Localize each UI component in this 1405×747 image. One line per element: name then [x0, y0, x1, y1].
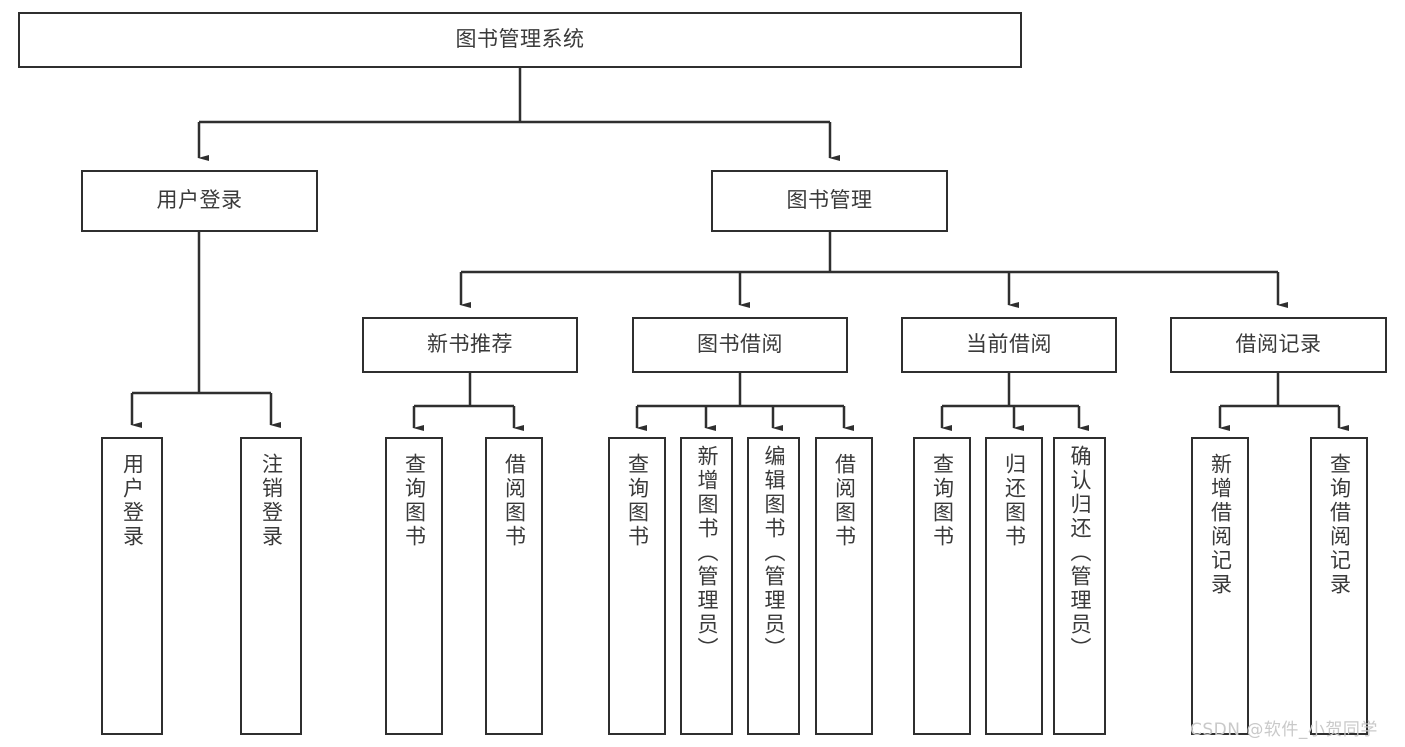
node-leaf-borrow-book-1[interactable]: 借阅图书 [485, 437, 543, 735]
node-leaf-logout[interactable]: 注销登录 [240, 437, 302, 735]
node-leaf-query-book-2[interactable]: 查询图书 [608, 437, 666, 735]
node-root[interactable]: 图书管理系统 [18, 12, 1022, 68]
node-book-management[interactable]: 图书管理 [711, 170, 948, 232]
node-leaf-user-login-label: 用户登录 [120, 453, 145, 549]
node-leaf-edit-book[interactable]: 编辑图书（管理员） [747, 437, 800, 735]
node-leaf-query-book-1-label: 查询图书 [402, 453, 427, 549]
node-user-login[interactable]: 用户登录 [81, 170, 318, 232]
node-new-book-recommend[interactable]: 新书推荐 [362, 317, 578, 373]
node-leaf-borrow-book-2[interactable]: 借阅图书 [815, 437, 873, 735]
node-book-borrow-label: 图书借阅 [697, 332, 783, 357]
node-new-book-recommend-label: 新书推荐 [427, 332, 513, 357]
node-leaf-query-record[interactable]: 查询借阅记录 [1310, 437, 1368, 735]
node-borrow-record[interactable]: 借阅记录 [1170, 317, 1387, 373]
node-leaf-user-login[interactable]: 用户登录 [101, 437, 163, 735]
node-leaf-add-record[interactable]: 新增借阅记录 [1191, 437, 1249, 735]
node-leaf-add-record-label: 新增借阅记录 [1208, 453, 1233, 597]
node-leaf-query-book-2-label: 查询图书 [625, 453, 650, 549]
node-leaf-query-record-label: 查询借阅记录 [1327, 453, 1352, 597]
node-leaf-confirm-return[interactable]: 确认归还（管理员） [1053, 437, 1106, 735]
node-current-borrow-label: 当前借阅 [966, 332, 1052, 357]
node-leaf-borrow-book-2-label: 借阅图书 [832, 453, 857, 549]
node-root-label: 图书管理系统 [455, 27, 585, 52]
node-leaf-query-book-3-label: 查询图书 [930, 453, 955, 549]
node-book-management-label: 图书管理 [786, 188, 873, 213]
node-user-login-label: 用户登录 [156, 188, 243, 213]
watermark: CSDN @软件_小贺同学 [1190, 720, 1378, 740]
node-current-borrow[interactable]: 当前借阅 [901, 317, 1117, 373]
node-leaf-borrow-book-1-label: 借阅图书 [502, 453, 527, 549]
node-leaf-add-book-label: 新增图书（管理员） [694, 445, 719, 661]
node-borrow-record-label: 借阅记录 [1235, 332, 1322, 357]
node-leaf-return-book-label: 归还图书 [1002, 453, 1027, 549]
node-leaf-edit-book-label: 编辑图书（管理员） [761, 445, 786, 661]
node-book-borrow[interactable]: 图书借阅 [632, 317, 848, 373]
node-leaf-query-book-3[interactable]: 查询图书 [913, 437, 971, 735]
node-leaf-add-book[interactable]: 新增图书（管理员） [680, 437, 733, 735]
node-leaf-logout-label: 注销登录 [259, 453, 284, 549]
node-leaf-confirm-return-label: 确认归还（管理员） [1067, 445, 1092, 661]
node-leaf-return-book[interactable]: 归还图书 [985, 437, 1043, 735]
node-leaf-query-book-1[interactable]: 查询图书 [385, 437, 443, 735]
